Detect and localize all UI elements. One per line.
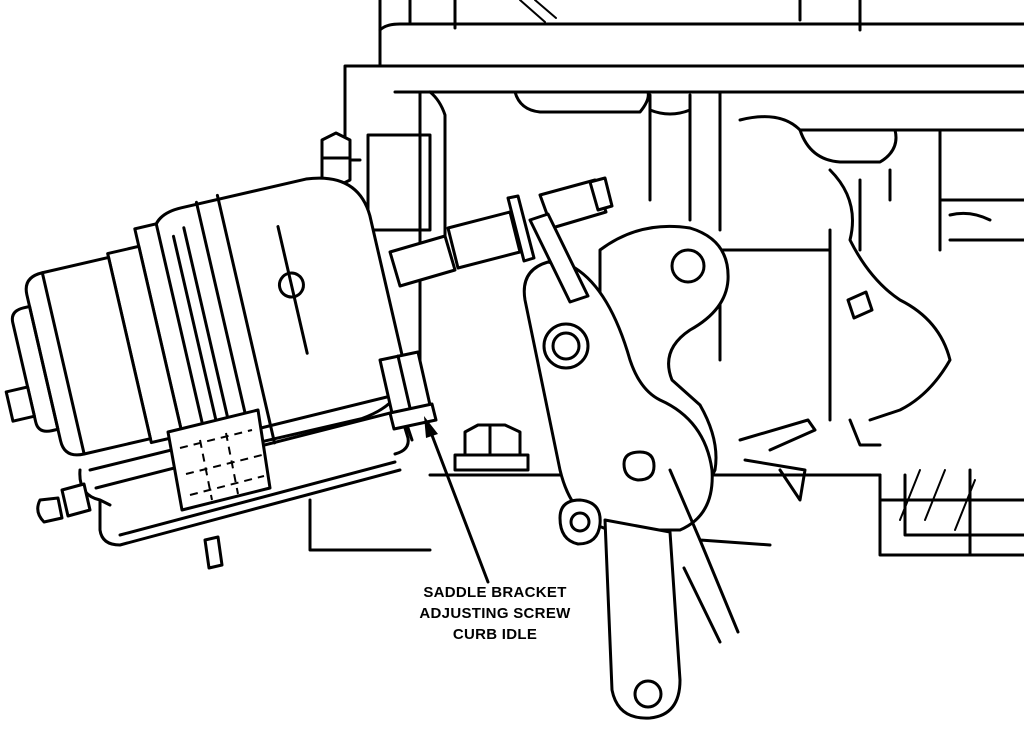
callout-line-1: SADDLE BRACKET xyxy=(423,584,567,601)
callout-label: SADDLE BRACKET ADJUSTING SCREW CURB IDLE xyxy=(400,582,590,645)
callout-line-2: ADJUSTING SCREW xyxy=(419,605,571,622)
vacuum-diaphragm-unit xyxy=(4,176,406,457)
adjusting-screw xyxy=(378,350,438,431)
callout-leader xyxy=(424,416,490,584)
carburetor-body xyxy=(308,0,1024,557)
callout-line-3: CURB IDLE xyxy=(452,626,538,643)
throttle-linkage xyxy=(522,212,817,720)
plunger-shaft xyxy=(388,176,614,288)
saddle-bracket xyxy=(36,393,414,570)
